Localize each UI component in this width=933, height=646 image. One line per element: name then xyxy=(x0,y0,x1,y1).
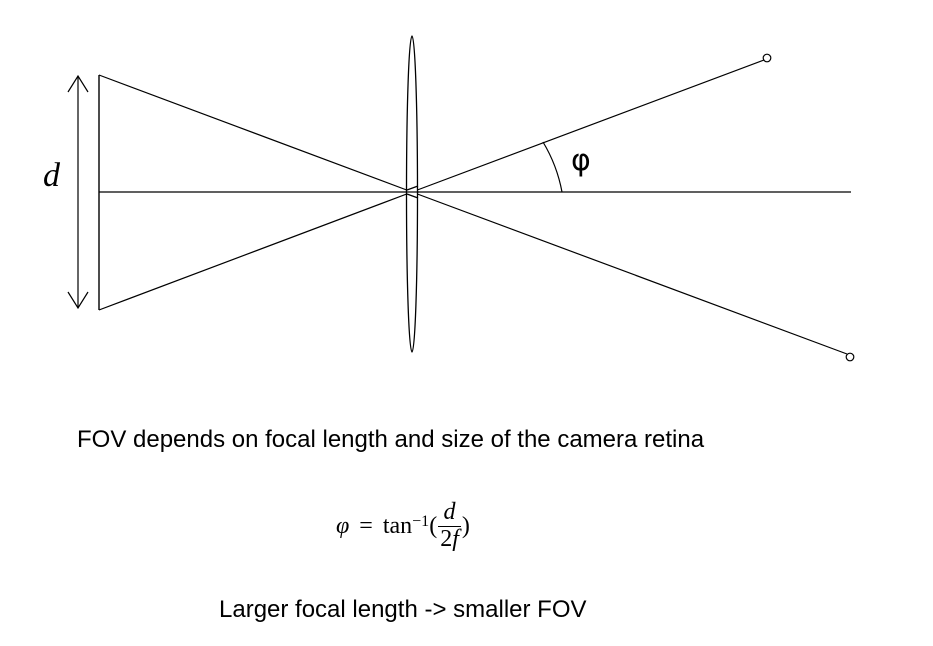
formula-fraction: d 2f xyxy=(438,500,461,551)
ray-top-in xyxy=(98,74,413,193)
formula-exponent: −1 xyxy=(412,513,430,530)
fov-formula: φ = tan −1 ( d 2f ) xyxy=(336,490,470,562)
angle-arc xyxy=(542,141,563,193)
dimension-arrowhead-top xyxy=(67,74,89,93)
lens-center-ray-bottom xyxy=(406,193,419,199)
dimension-arrowhead-bottom xyxy=(67,291,89,310)
lens xyxy=(405,35,419,353)
fov-caption: FOV depends on focal length and size of … xyxy=(77,426,705,453)
formula-numerator: d xyxy=(443,499,456,526)
conclusion-text: Larger focal length -> smaller FOV xyxy=(219,596,587,623)
ray-bottom-out xyxy=(411,191,848,355)
ray-top-out xyxy=(411,59,765,193)
size-label-d: d xyxy=(43,157,61,194)
angle-label-phi: φ xyxy=(571,143,591,178)
formula-close-paren: ) xyxy=(461,512,470,539)
formula-tan: tan xyxy=(382,512,413,539)
lens-center-ray-top xyxy=(406,185,419,191)
formula-open-paren: ( xyxy=(429,512,438,539)
formula-equals: = xyxy=(359,512,373,539)
formula-denominator: 2f xyxy=(438,525,461,552)
formula-phi: φ xyxy=(336,512,350,539)
formula-denominator-variable: f xyxy=(452,525,459,552)
ray-bottom-in xyxy=(98,191,413,311)
formula-denominator-coefficient: 2 xyxy=(440,525,453,552)
ray-bottom-endpoint xyxy=(845,352,855,362)
ray-top-endpoint xyxy=(762,53,772,63)
